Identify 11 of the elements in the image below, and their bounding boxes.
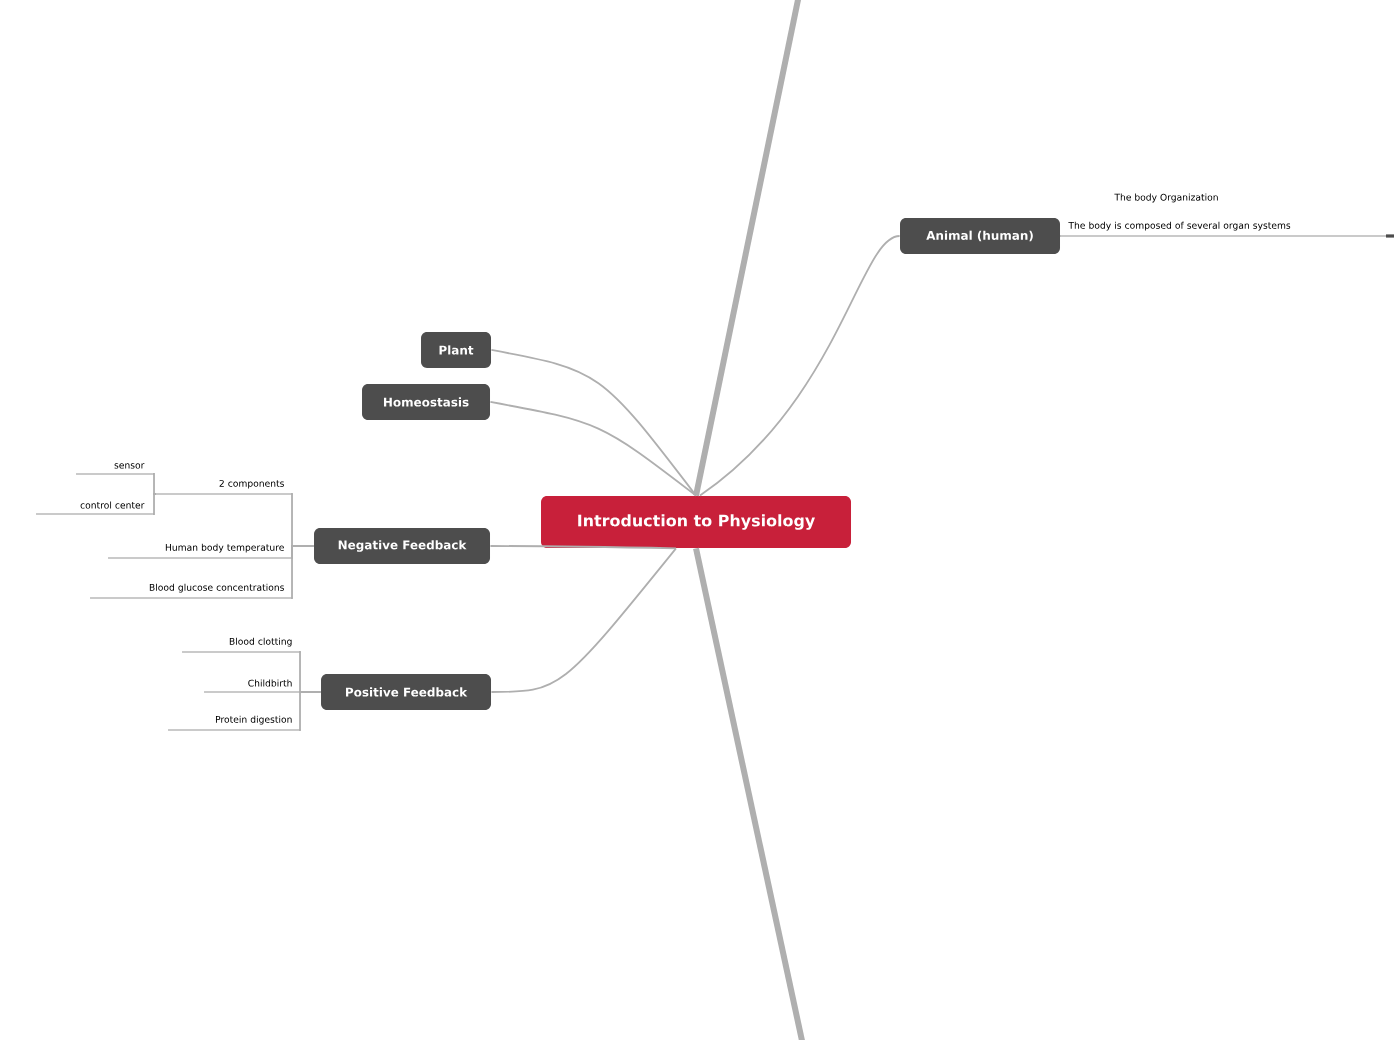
- connector-line: [490, 547, 677, 693]
- branch-line: [693, 547, 807, 1040]
- connector-line: [151, 473, 157, 495]
- connector-line: [699, 235, 901, 497]
- connector-line: [489, 545, 677, 550]
- connector-line: [151, 493, 157, 515]
- connector-line: [291, 545, 315, 599]
- branch-line: [693, 0, 803, 497]
- connector-line: [489, 401, 697, 497]
- connector-line: [299, 691, 322, 731]
- connector-line: [490, 349, 697, 497]
